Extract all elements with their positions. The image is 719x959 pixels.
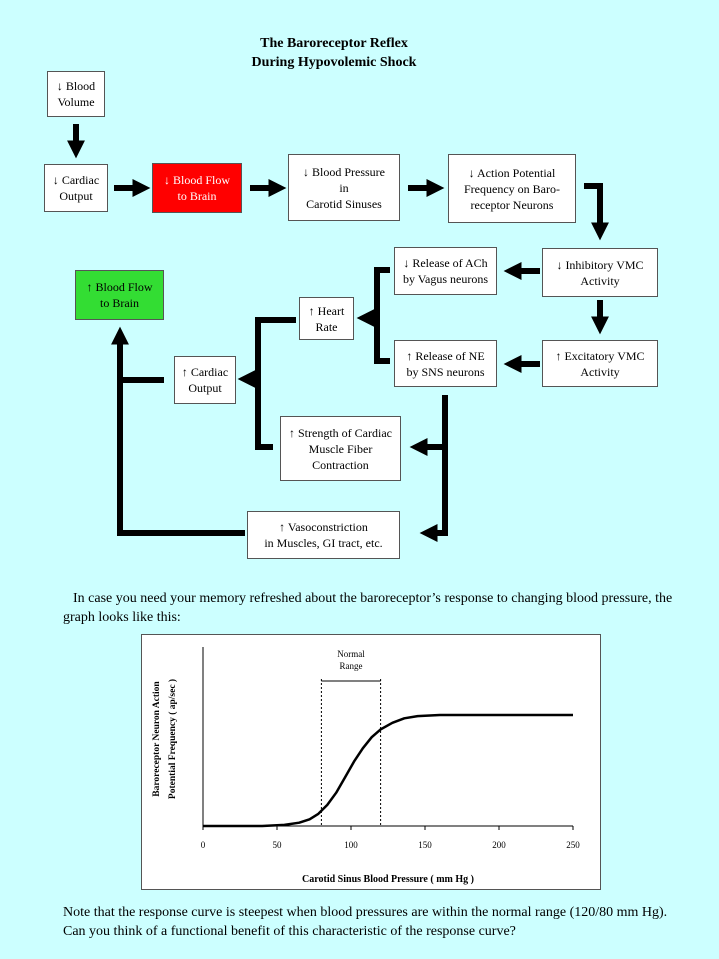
x-tick-label: 0 xyxy=(201,840,206,850)
box-blood-volume: ↓ Blood Volume xyxy=(47,71,105,117)
box-cardiac-output-decrease: ↓ Cardiac Output xyxy=(44,164,108,212)
x-tick-label: 50 xyxy=(273,840,283,850)
x-axis-label: Carotid Sinus Blood Pressure ( mm Hg ) xyxy=(302,874,474,885)
box-blood-flow-brain-decrease: ↓ Blood Flow to Brain xyxy=(152,163,242,213)
bracket-hr-strength xyxy=(255,317,296,450)
box-cardiac-output-increase: ↑ Cardiac Output xyxy=(174,356,236,404)
box-blood-flow-brain-increase: ↑ Blood Flow to Brain xyxy=(75,270,164,320)
box-vasoconstriction: ↑ Vasoconstriction in Muscles, GI tract,… xyxy=(247,511,400,559)
title-line-2: During Hypovolemic Shock xyxy=(251,55,417,70)
box-inhibitory-vmc: ↓ Inhibitory VMC Activity xyxy=(542,248,658,297)
diagram-title: The Baroreceptor Reflex During Hypovolem… xyxy=(0,34,668,72)
normal-range-label-2: Range xyxy=(340,661,363,671)
x-tick-label: 200 xyxy=(492,840,506,850)
box-strength-contraction: ↑ Strength of Cardiac Muscle Fiber Contr… xyxy=(280,416,401,481)
flow-arrows xyxy=(67,124,609,542)
box-excitatory-vmc: ↑ Excitatory VMC Activity xyxy=(542,340,658,387)
box-release-ne: ↑ Release of NE by SNS neurons xyxy=(394,340,497,387)
x-tick-label: 150 xyxy=(418,840,432,850)
x-tick-label: 250 xyxy=(566,840,580,850)
x-tick-label: 100 xyxy=(344,840,358,850)
arrow-to-brain-flow xyxy=(111,326,245,536)
box-release-ach: ↓ Release of ACh by Vagus neurons xyxy=(394,247,497,295)
y-axis-label-line-1: Baroreceptor Neuron Action xyxy=(152,681,162,797)
bracket-ach-ne xyxy=(374,267,390,364)
response-curve xyxy=(203,713,573,828)
title-line-1: The Baroreceptor Reflex xyxy=(260,36,408,51)
box-heart-rate: ↑ Heart Rate xyxy=(299,297,354,340)
arrow-ap-to-inhibitory xyxy=(584,183,609,241)
box-action-potential: ↓ Action Potential Frequency on Baro- re… xyxy=(448,154,576,223)
y-axis-label-line-2: Potential Frequency ( ap/sec ) xyxy=(167,679,178,799)
box-blood-pressure: ↓ Blood Pressure in Carotid Sinuses xyxy=(288,154,400,221)
note-paragraph: Note that the response curve is steepest… xyxy=(63,905,668,939)
arrow-ne-to-vaso xyxy=(419,395,448,542)
intro-paragraph: In case you need your memory refreshed a… xyxy=(63,591,673,625)
normal-range-label-1: Normal xyxy=(337,649,365,659)
